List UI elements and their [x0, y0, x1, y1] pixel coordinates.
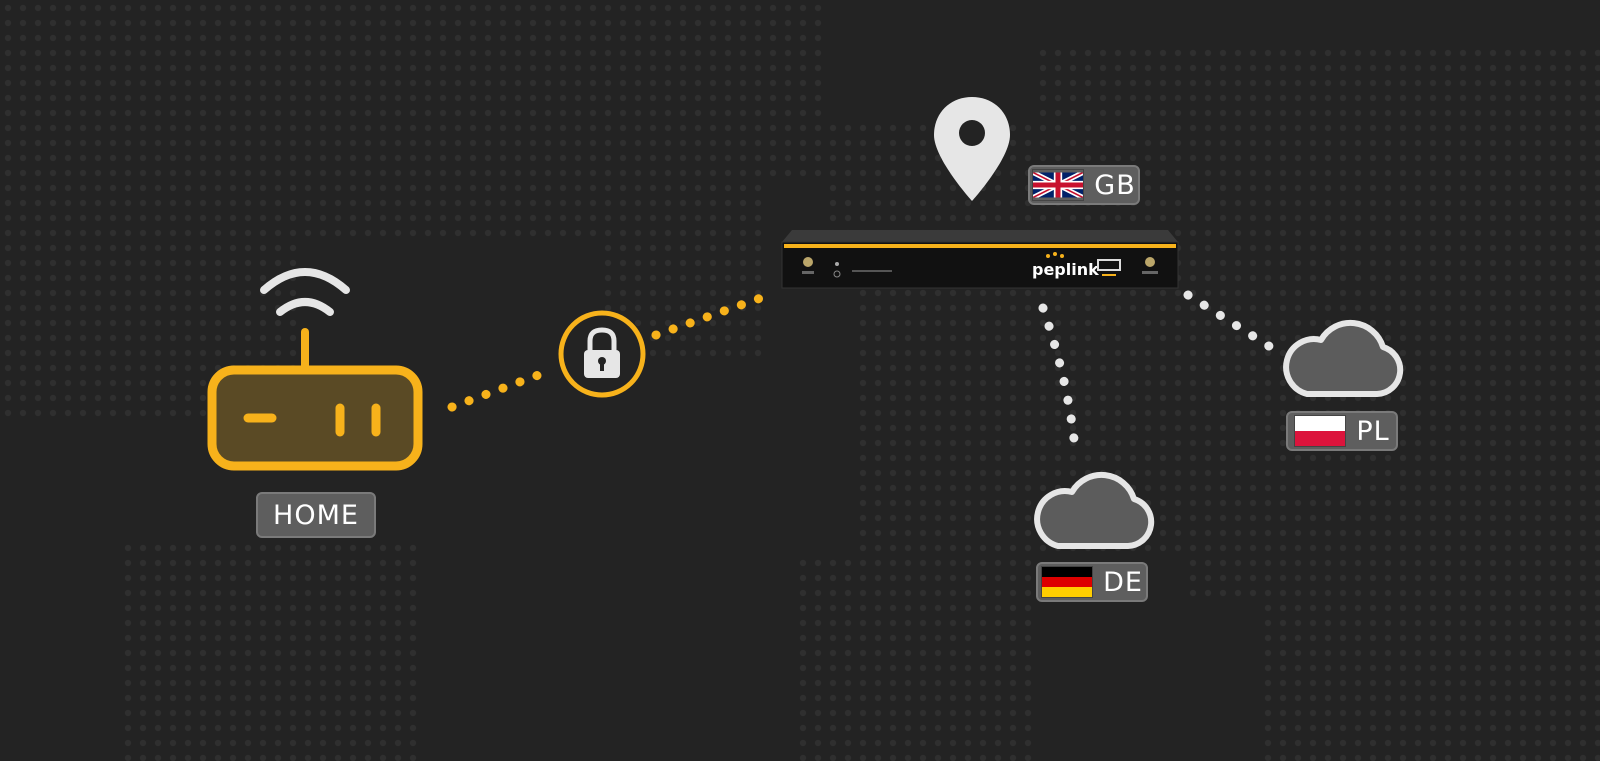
poland-flag-icon [1294, 415, 1347, 447]
wifi-wave-inner-icon [276, 298, 334, 316]
gb-label-text: GB [1094, 169, 1136, 201]
padlock-icon [558, 310, 646, 398]
peplink-logo: peplink [1032, 260, 1099, 279]
home-label: HOME [256, 492, 376, 538]
gb-label: GB [1028, 165, 1140, 205]
connector-to-de [1038, 303, 1080, 453]
de-label: DE [1036, 562, 1148, 602]
secure-tunnel-connector-right [651, 289, 777, 340]
wifi-wave-outer-icon [260, 268, 350, 294]
cloud-icon-de [1034, 471, 1155, 549]
map-pin-icon [934, 97, 1010, 201]
uk-flag-icon [1032, 169, 1085, 201]
pl-label: PL [1286, 411, 1398, 451]
wifi-router-icon [207, 268, 423, 471]
peplink-router-image: peplink [781, 230, 1179, 289]
secure-tunnel-connector-left [447, 365, 557, 412]
cloud-icon-pl [1283, 319, 1404, 397]
de-label-text: DE [1103, 566, 1143, 598]
pl-label-text: PL [1356, 415, 1390, 447]
germany-flag-icon [1041, 566, 1094, 598]
router-body [207, 365, 423, 471]
connector-to-pl [1183, 290, 1277, 353]
home-label-text: HOME [273, 499, 359, 531]
